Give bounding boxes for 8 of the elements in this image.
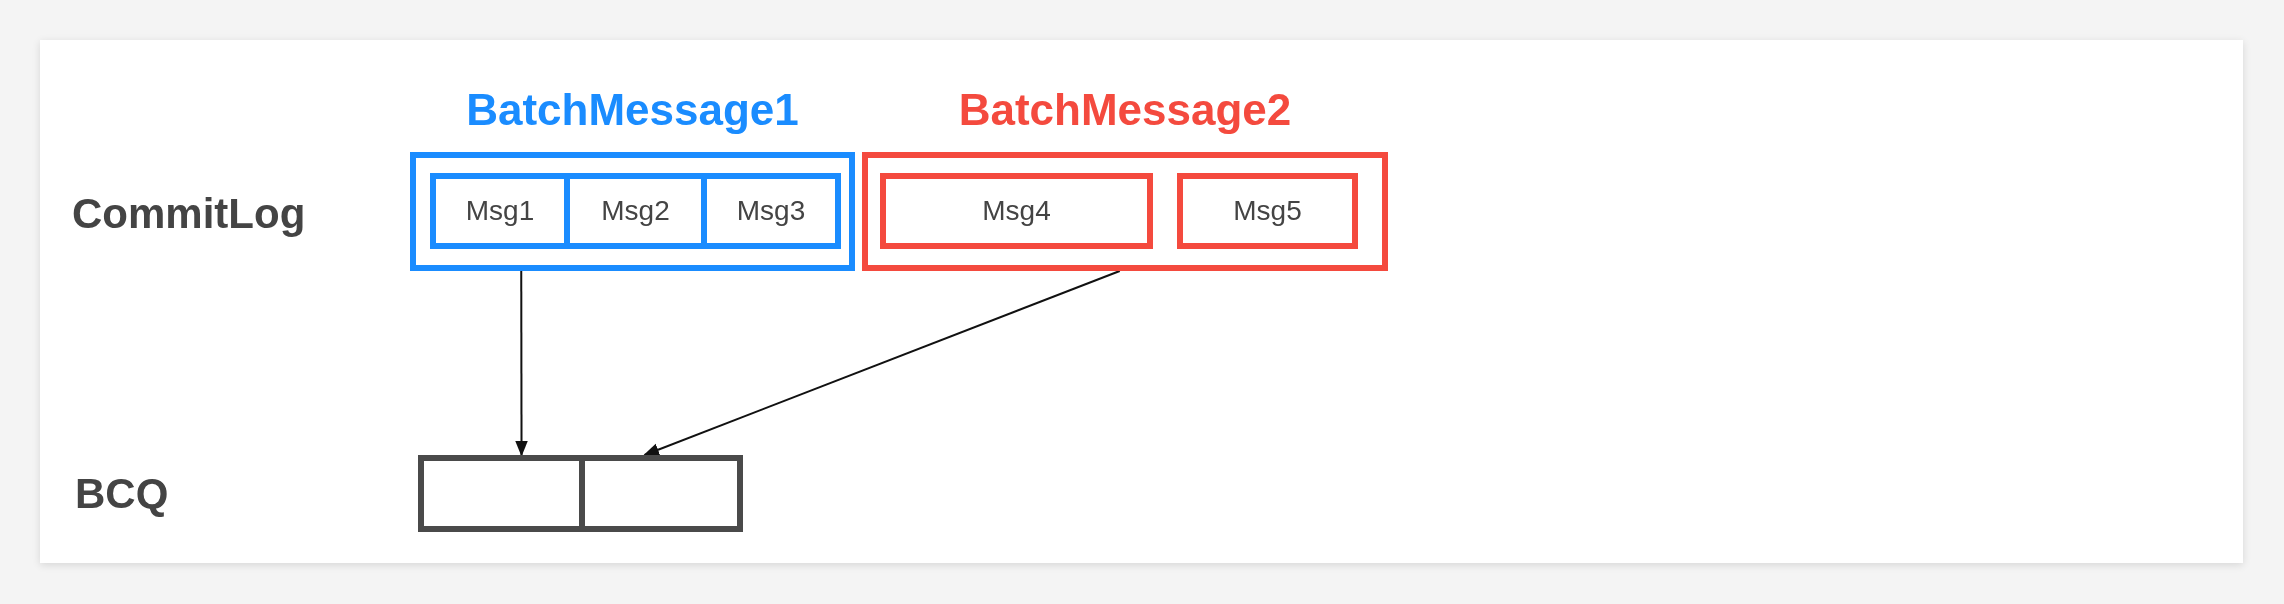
group-title: BatchMessage2 — [957, 84, 1293, 136]
message-box: Msg4 — [880, 173, 1153, 249]
row-label: BCQ — [75, 470, 169, 518]
arrow — [643, 270, 1121, 456]
arrow — [515, 270, 528, 457]
message-box: Msg5 — [1177, 173, 1358, 249]
group-title: BatchMessage1 — [465, 84, 800, 136]
row-label: CommitLog — [72, 190, 306, 238]
